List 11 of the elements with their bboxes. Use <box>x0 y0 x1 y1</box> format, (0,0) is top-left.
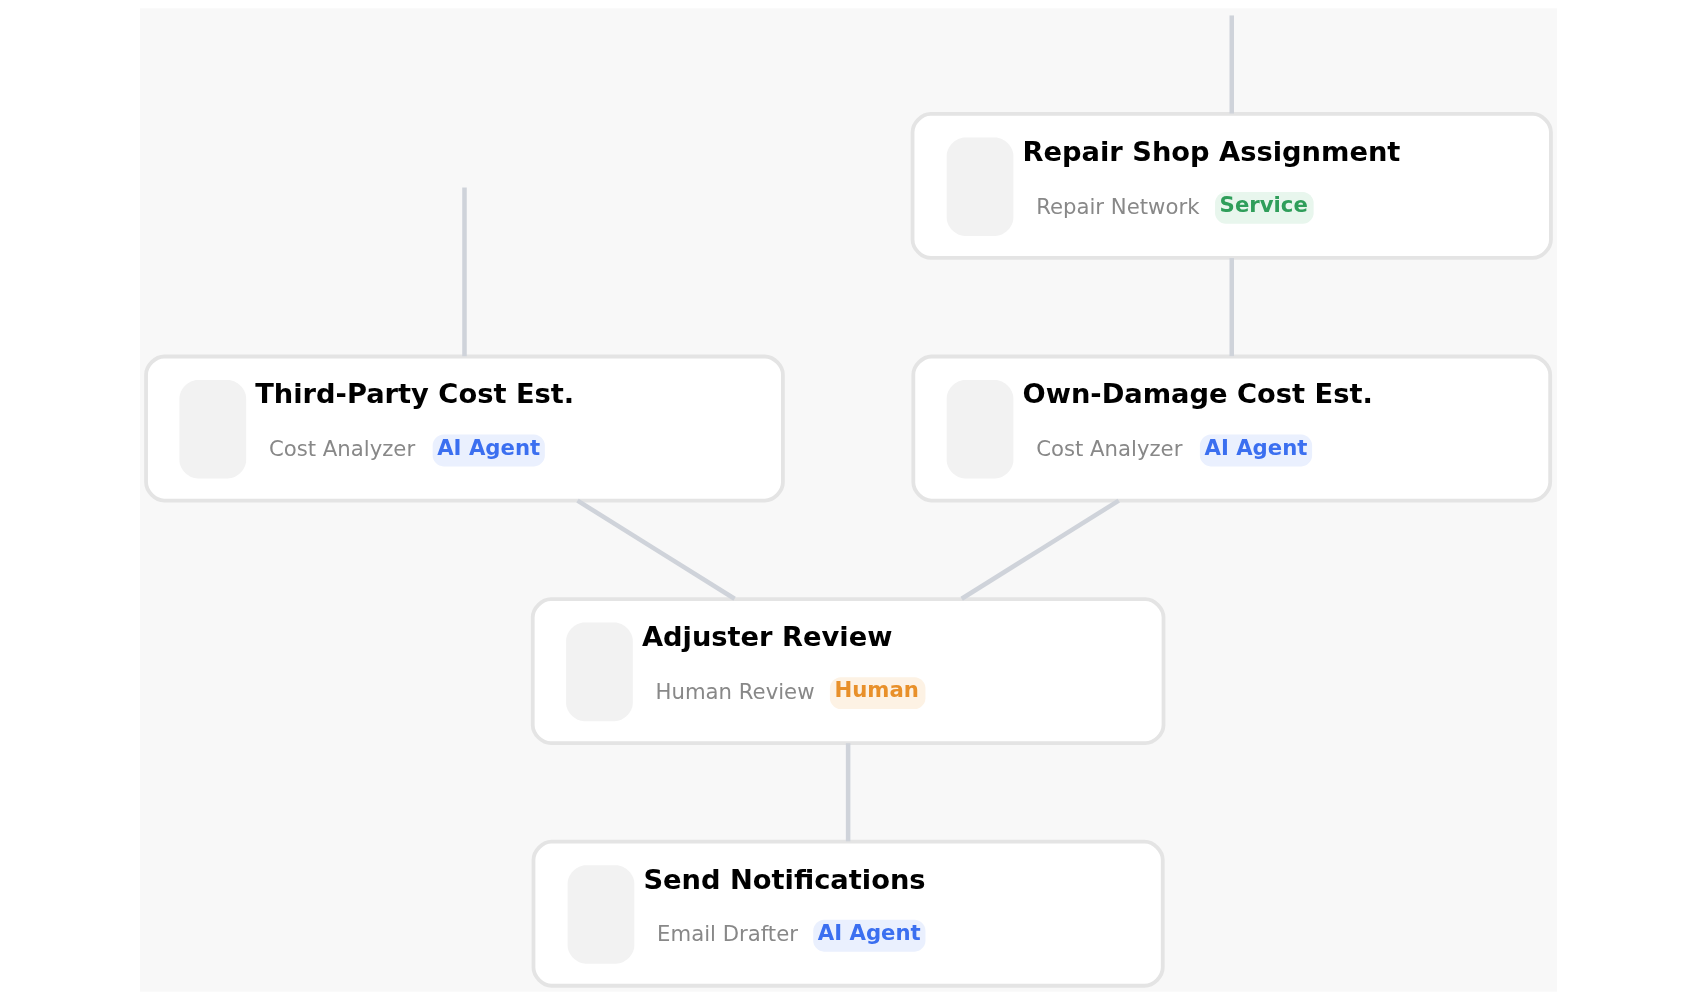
connector <box>1228 15 1234 114</box>
node-box: Adjuster Review Human Review Human <box>530 597 1165 746</box>
node-box: Third-Party Cost Est. Cost Analyzer AI Agent <box>143 354 785 503</box>
connector <box>1228 258 1234 357</box>
connector <box>461 187 467 357</box>
connector <box>845 743 850 842</box>
node-box: Repair Shop Assignment Repair Network Service <box>910 112 1553 260</box>
node-box: Own-Damage Cost Est. Cost Analyzer AI Agent <box>910 354 1552 503</box>
node-box: Send Notifications Email Drafter AI Agent <box>531 839 1165 988</box>
connector <box>959 498 1120 601</box>
connector <box>575 498 736 601</box>
